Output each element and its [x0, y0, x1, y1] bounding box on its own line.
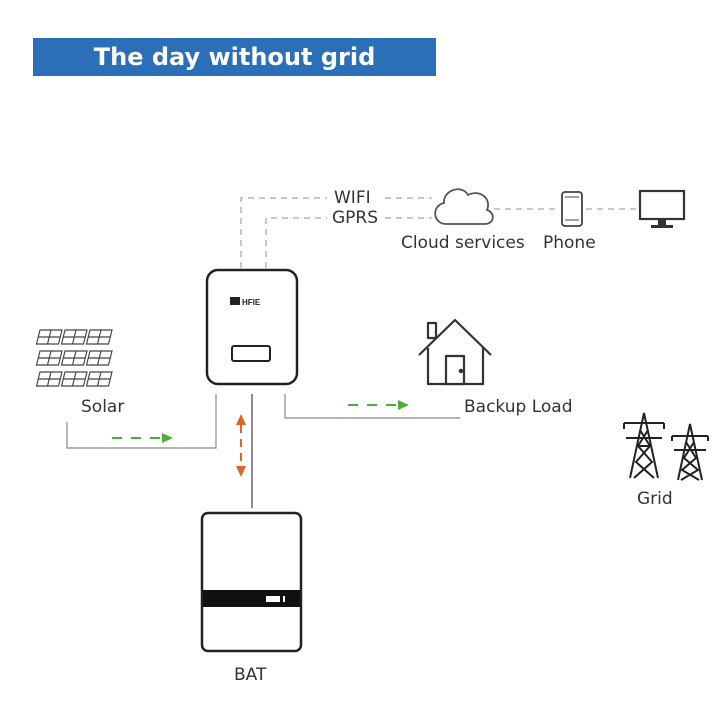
page-title: The day without grid — [93, 43, 376, 71]
inverter-icon — [205, 268, 299, 386]
phone-label: Phone — [543, 233, 596, 253]
battery-icon — [200, 511, 303, 653]
wifi-link — [240, 197, 432, 268]
gprs-label: GPRS — [332, 208, 379, 228]
solar-flow-arrow — [112, 433, 173, 443]
phone-icon — [561, 191, 583, 227]
solar-label: Solar — [81, 397, 125, 417]
title-banner: The day without grid — [33, 38, 436, 76]
inverter-brand: HFIE — [242, 298, 261, 307]
backup-load-label: Backup Load — [464, 397, 573, 417]
gprs-link — [265, 217, 432, 268]
monitor-icon — [638, 189, 686, 228]
inverter-logo-mark — [230, 297, 240, 305]
house-icon — [418, 318, 492, 386]
load-flow-arrow — [348, 400, 409, 410]
battery-label: BAT — [234, 665, 267, 685]
load-wire — [284, 394, 460, 419]
solar-panel-icon — [35, 329, 113, 387]
cloud-icon — [434, 188, 494, 225]
wifi-label: WIFI — [334, 188, 371, 208]
cloud-services-label: Cloud services — [401, 233, 525, 253]
battery-flow-arrow — [236, 414, 246, 477]
solar-wire — [66, 394, 217, 449]
transmission-tower-icon — [671, 423, 709, 481]
transmission-tower-icon — [623, 412, 665, 479]
grid-label: Grid — [637, 489, 673, 509]
